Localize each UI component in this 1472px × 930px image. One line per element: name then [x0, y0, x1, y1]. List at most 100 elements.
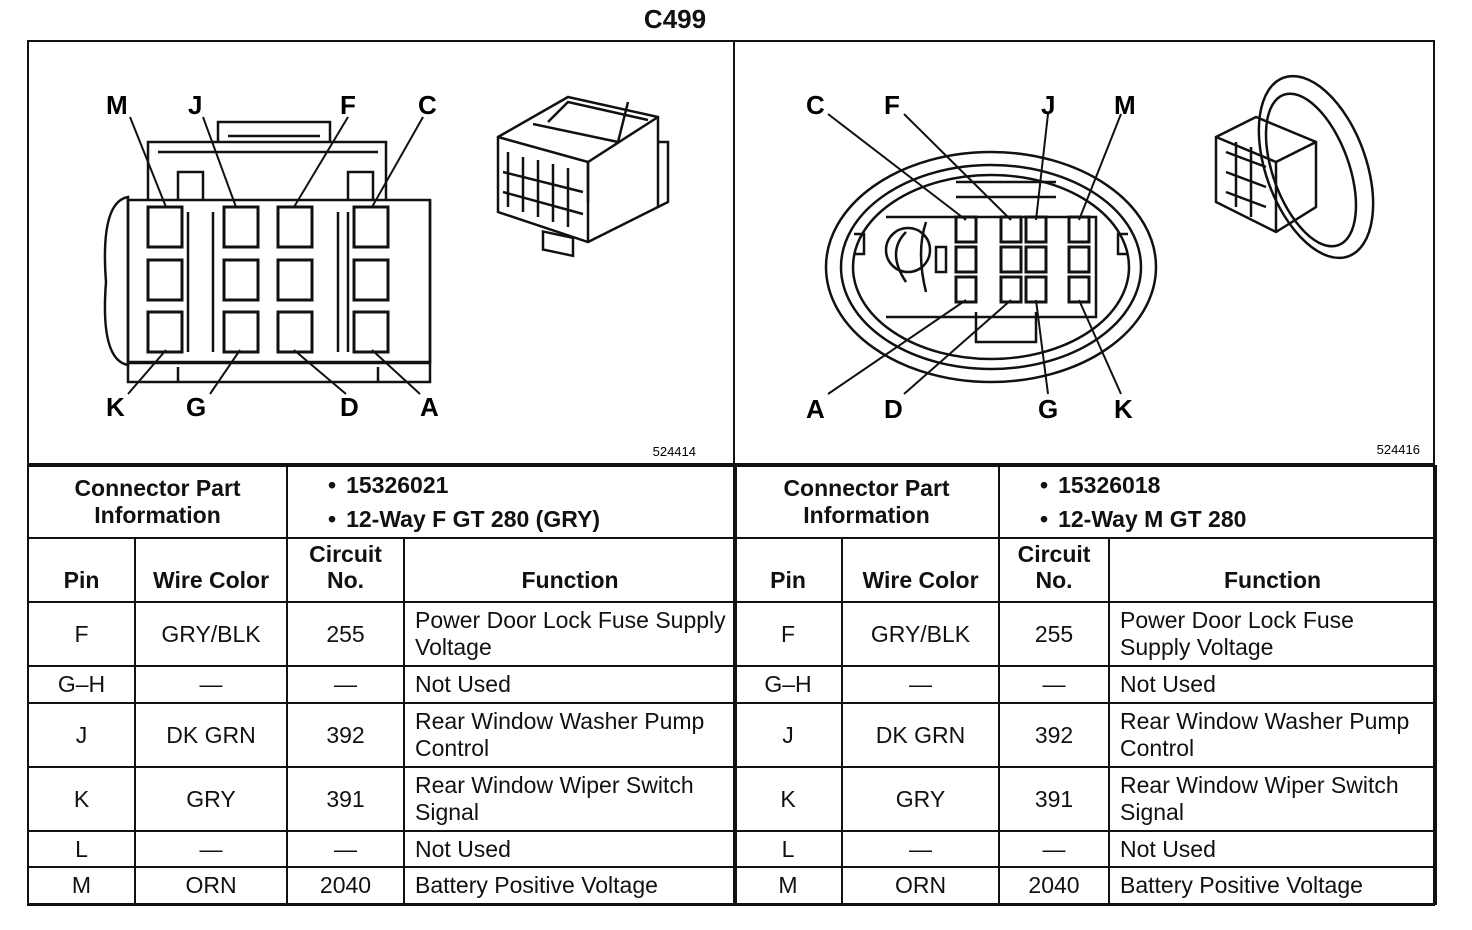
table-row: F GRY/BLK 255 Power Door Lock Fuse Suppl… [733, 601, 1438, 667]
wire-color-cell: — [840, 830, 1001, 868]
pin-cell: F [733, 601, 843, 667]
function-cell: Not Used [1108, 665, 1438, 704]
pin-label-G: G [1038, 394, 1058, 424]
table-row: F GRY/BLK 255 Power Door Lock Fuse Suppl… [27, 601, 738, 667]
connector-part-info-label: Connector Part Information [732, 465, 1001, 539]
circuit-cell: 392 [286, 702, 406, 768]
table-row: J DK GRN 392 Rear Window Washer Pump Con… [733, 702, 1438, 768]
connector-type: 12-Way M GT 280 [1058, 506, 1247, 532]
pin-cell: J [27, 702, 136, 768]
part-number-cell: •15326018 •12-Way M GT 280 [998, 465, 1438, 539]
table-row: G–H — — Not Used [27, 665, 738, 704]
function-cell: Rear Window Washer Pump Control [1108, 702, 1438, 768]
function-cell: Rear Window Washer Pump Control [403, 702, 738, 768]
pin-label-F: F [340, 90, 356, 120]
header-pin: Pin [27, 537, 136, 603]
circuit-cell: 392 [998, 702, 1111, 768]
connector-type: 12-Way F GT 280 (GRY) [346, 506, 600, 532]
pinout-table-right: Connector Part Information •15326018 •12… [732, 465, 1438, 905]
circuit-cell: 2040 [286, 866, 406, 905]
pin-label-K: K [1114, 394, 1133, 424]
pin-label-C: C [418, 90, 437, 120]
header-circuit: Circuit No. [998, 537, 1111, 603]
pin-label-D: D [884, 394, 903, 424]
wire-color-cell: ORN [840, 866, 1001, 905]
part-number-cell: •15326021 •12-Way F GT 280 (GRY) [286, 465, 738, 539]
wire-color-cell: ORN [133, 866, 289, 905]
connector-part-info-label: Connector Part Information [26, 465, 289, 539]
function-cell: Rear Window Wiper Switch Signal [1108, 766, 1438, 832]
pin-label-C: C [806, 90, 825, 120]
table-row: L — — Not Used [733, 830, 1438, 868]
wire-color-cell: GRY/BLK [133, 601, 289, 667]
pin-cell: F [27, 601, 136, 667]
wire-color-cell: — [133, 665, 289, 704]
pin-label-M: M [106, 90, 128, 120]
function-cell: Not Used [403, 665, 738, 704]
header-function: Function [403, 537, 738, 603]
connector-title: C499 [643, 4, 707, 34]
circuit-cell: — [998, 665, 1111, 704]
function-cell: Not Used [403, 830, 738, 868]
wire-color-cell: GRY/BLK [840, 601, 1001, 667]
pinout-table-left: Connector Part Information •15326021 •12… [26, 465, 738, 905]
pin-cell: M [27, 866, 136, 905]
circuit-cell: 391 [998, 766, 1111, 832]
pin-label-A: A [806, 394, 825, 424]
header-circuit: Circuit No. [286, 537, 406, 603]
pin-label-J: J [188, 90, 202, 120]
pin-cell: G–H [733, 665, 843, 704]
pin-label-G: G [186, 392, 206, 422]
pin-label-A: A [420, 392, 439, 422]
male-connector-isometric-drawing [1214, 74, 1375, 260]
table-row: M ORN 2040 Battery Positive Voltage [733, 866, 1438, 905]
circuit-cell: 2040 [998, 866, 1111, 905]
circuit-cell: — [286, 665, 406, 704]
circuit-cell: 391 [286, 766, 406, 832]
function-cell: Battery Positive Voltage [403, 866, 738, 905]
wire-color-cell: GRY [840, 766, 1001, 832]
pin-cell: K [27, 766, 136, 832]
part-number: 15326018 [1058, 472, 1161, 498]
function-cell: Battery Positive Voltage [1108, 866, 1438, 905]
table-row: L — — Not Used [27, 830, 738, 868]
function-cell: Power Door Lock Fuse Supply Voltage [403, 601, 738, 667]
pin-cell: L [27, 830, 136, 868]
pin-cell: L [733, 830, 843, 868]
pin-label-J: J [1041, 90, 1055, 120]
table-row: K GRY 391 Rear Window Wiper Switch Signa… [733, 766, 1438, 832]
female-connector-face-drawing: M J F C K G D A 524414 [103, 90, 696, 459]
wire-color-cell: DK GRN [840, 702, 1001, 768]
female-connector-isometric-drawing [496, 95, 670, 258]
table-row: J DK GRN 392 Rear Window Washer Pump Con… [27, 702, 738, 768]
header-wire-color: Wire Color [840, 537, 1001, 603]
pin-label-M: M [1114, 90, 1136, 120]
table-row: M ORN 2040 Battery Positive Voltage [27, 866, 738, 905]
circuit-cell: 255 [998, 601, 1111, 667]
figure-ref-number-right: 524416 [1377, 442, 1420, 457]
circuit-cell: 255 [286, 601, 406, 667]
function-cell: Power Door Lock Fuse Supply Voltage [1108, 601, 1438, 667]
figure-table-divider [27, 463, 1435, 465]
pin-label-K: K [106, 392, 125, 422]
wire-color-cell: — [840, 665, 1001, 704]
part-number: 15326021 [346, 472, 449, 498]
male-connector-face-drawing: C F J M A D G K 524416 [806, 74, 1420, 457]
table-row: G–H — — Not Used [733, 665, 1438, 704]
header-wire-color: Wire Color [133, 537, 289, 603]
header-function: Function [1108, 537, 1438, 603]
figure-ref-number-left: 524414 [653, 444, 696, 459]
circuit-cell: — [286, 830, 406, 868]
pin-cell: J [733, 702, 843, 768]
circuit-cell: — [998, 830, 1111, 868]
header-pin: Pin [733, 537, 843, 603]
pin-cell: G–H [27, 665, 136, 704]
pin-cell: K [733, 766, 843, 832]
pin-label-F: F [884, 90, 900, 120]
wire-color-cell: GRY [133, 766, 289, 832]
table-row: K GRY 391 Rear Window Wiper Switch Signa… [27, 766, 738, 832]
pin-cell: M [733, 866, 843, 905]
wire-color-cell: — [133, 830, 289, 868]
pin-label-D: D [340, 392, 359, 422]
wire-color-cell: DK GRN [133, 702, 289, 768]
